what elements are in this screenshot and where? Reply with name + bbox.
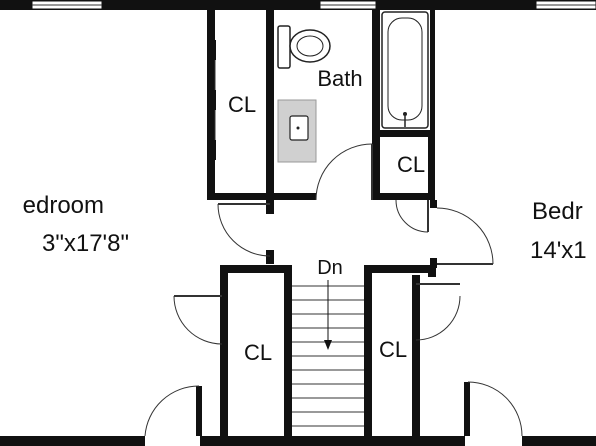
exterior-bottom-wall [0,436,596,446]
exterior-top-wall [0,0,596,10]
closet-tub-label: CL [397,152,425,177]
bottom-left-door [144,385,202,437]
staircase [292,285,364,427]
closet-tub-door [395,199,429,233]
bedroom-right-door [430,200,494,268]
lower-walls [220,265,436,436]
bedroom-right-name: Bedr [532,198,583,225]
bottom-right-door [464,381,523,437]
bedroom-left-dimensions: 3"x17'8" [42,230,129,257]
stairs-label: Dn [317,257,343,279]
bedroom-left-door [217,200,274,264]
bath-label: Bath [317,66,362,91]
closet-lower-right-door [415,283,461,341]
bath-door [315,143,373,201]
toilet-icon [277,25,331,69]
bedroom-left-name: edroom [23,192,104,219]
bedroom-right-dimensions: 14'x1 [530,237,587,264]
bathtub-icon [381,11,429,129]
closet-lower-left-door [173,295,223,345]
closet-lower-left-label: CL [244,340,272,365]
stairs-down-arrow-icon [324,280,332,350]
closet-top-walls [207,10,274,200]
closet-top-label: CL [228,92,256,117]
bathroom-walls [266,10,435,200]
sink-icon [277,99,317,163]
closet-lower-right-label: CL [379,337,407,362]
